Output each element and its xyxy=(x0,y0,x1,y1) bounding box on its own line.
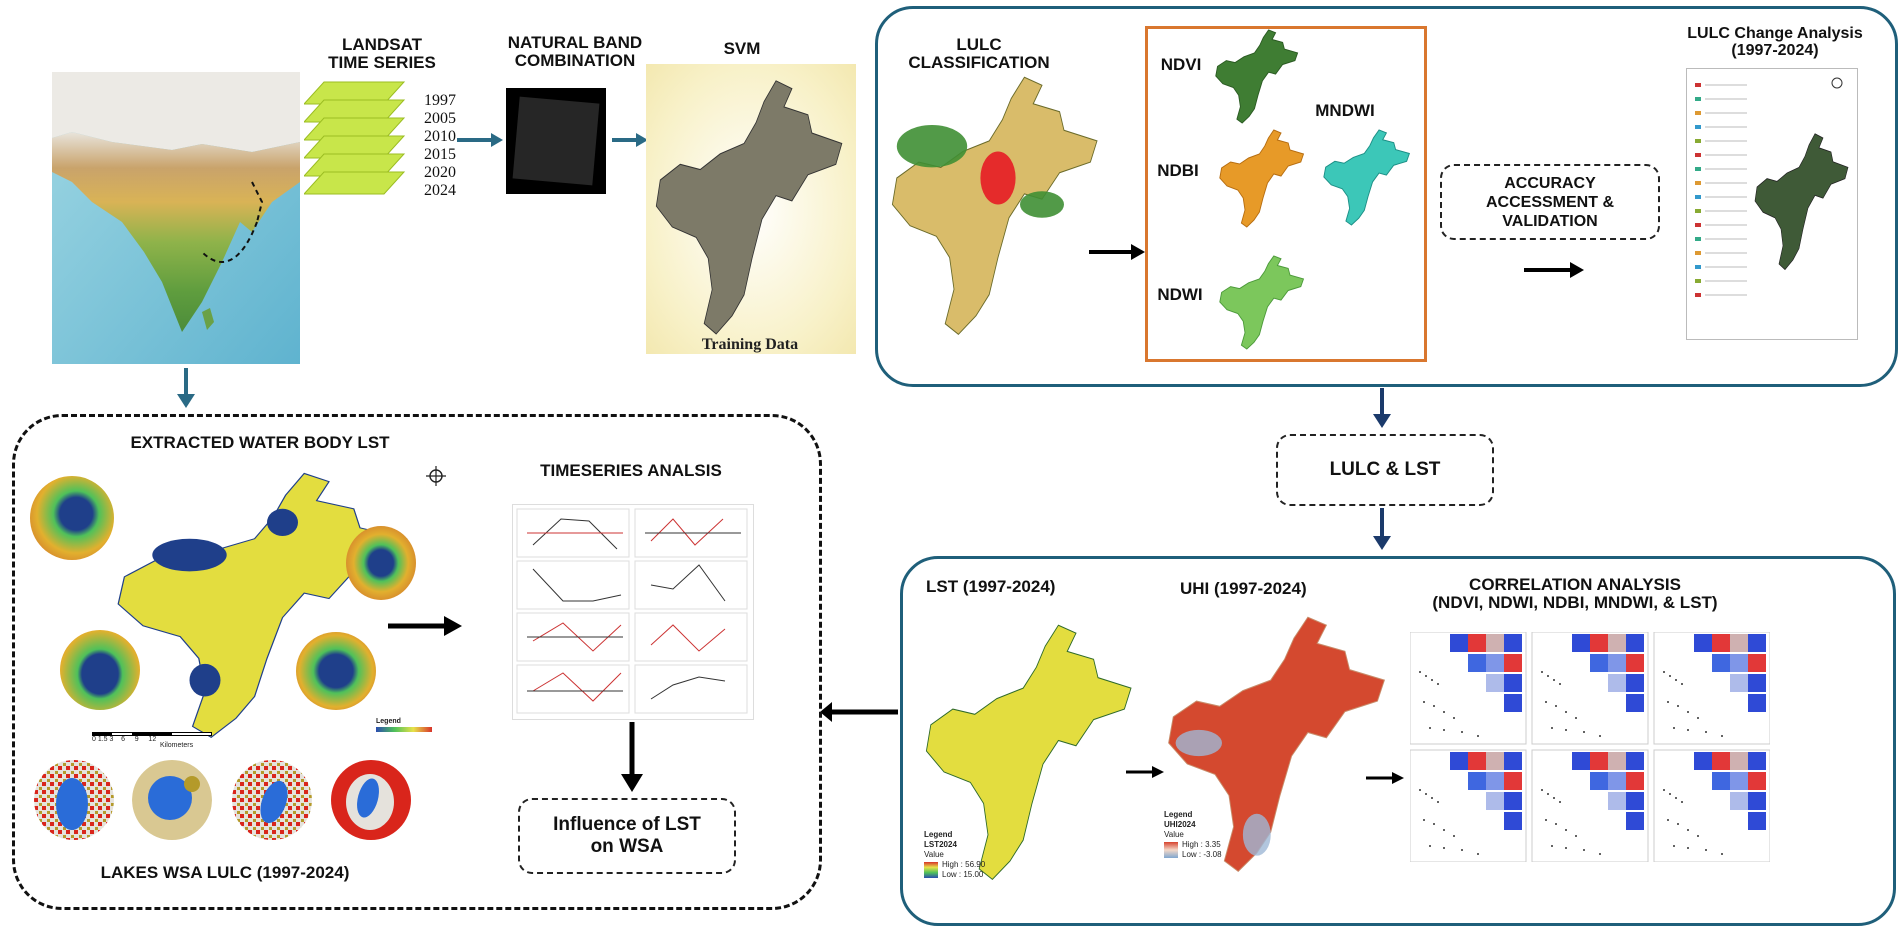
arrow-band-to-svm xyxy=(612,133,648,147)
scale-unit: Kilometers xyxy=(160,742,194,749)
year-2010: 2010 xyxy=(424,128,456,145)
mndwi-map xyxy=(1322,128,1414,226)
lulc-lst-box: LULC & LST xyxy=(1276,434,1494,506)
arrow-lst-to-uhi xyxy=(1126,766,1164,778)
ndwi-map xyxy=(1218,254,1308,350)
timeseries-chart-grid xyxy=(512,504,754,720)
lake-wsa-2005 xyxy=(132,758,212,842)
lulc-classification-title: LULC CLASSIFICATION xyxy=(884,36,1074,72)
water-body-lst-map xyxy=(112,468,422,740)
uhi-legend-layer: UHI2024 xyxy=(1164,820,1196,829)
correlation-matrix xyxy=(1409,631,1527,745)
lst-title: LST (1997-2024) xyxy=(926,577,1056,596)
ndbi-map xyxy=(1218,128,1308,228)
lst-legend: Legend LST2024 Value High : 56.90 Low : … xyxy=(924,830,1044,880)
lake-zoom-3 xyxy=(60,630,140,710)
training-data-label: Training Data xyxy=(701,336,799,353)
lulc-classified-map xyxy=(888,72,1108,337)
water-map-scale: 0 1.5 3 6 9 12 Kilometers xyxy=(92,732,212,749)
lake-zoom-1 xyxy=(30,476,114,560)
compass-icon xyxy=(424,464,448,488)
lst-legend-value-label: Value xyxy=(924,850,944,859)
uhi-legend-low: Low : -3.08 xyxy=(1182,850,1222,859)
accuracy-line3: VALIDATION xyxy=(1502,212,1598,230)
correlation-title-line1: CORRELATION ANALYSIS xyxy=(1469,575,1681,594)
band-title-line2: COMBINATION xyxy=(514,50,636,70)
lake-wsa-1997 xyxy=(34,758,114,842)
uhi-legend-ramp xyxy=(1164,842,1178,858)
landsat-title: LANDSAT TIME SERIES xyxy=(322,36,442,72)
correlation-title: CORRELATION ANALYSIS (NDVI, NDWI, NDBI, … xyxy=(1400,576,1750,612)
water-map-legend: Legend xyxy=(376,718,436,732)
influence-line2: on WSA xyxy=(590,836,664,857)
uhi-map xyxy=(1164,612,1396,874)
lake-zoom-2 xyxy=(346,526,416,600)
spectral-indices-box xyxy=(1145,26,1427,362)
year-list: 1997 2005 2010 2015 2020 2024 xyxy=(424,92,480,200)
arrow-lulclst-to-lst xyxy=(1373,508,1391,550)
lulc-change-map xyxy=(1686,68,1858,340)
year-2015: 2015 xyxy=(424,146,456,163)
water-body-lst-panel xyxy=(12,414,822,910)
arrow-lulc-to-lulclst xyxy=(1373,388,1391,428)
influence-line1: Influence of LST xyxy=(553,814,701,835)
mndwi-label: MNDWI xyxy=(1315,101,1375,120)
water-legend-title: Legend xyxy=(376,718,401,725)
arrow-lst-to-water xyxy=(820,702,898,722)
influence-box: Influence of LST on WSA xyxy=(518,798,736,874)
arrow-map-to-band xyxy=(457,133,503,147)
lulc-title-line1: LULC xyxy=(956,35,1002,54)
band-title-line1: NATURAL BAND xyxy=(507,33,643,52)
arrow-map-to-water xyxy=(177,368,195,408)
landsat-title-line2: TIME SERIES xyxy=(328,52,436,72)
scale-text: 0 1.5 3 6 9 12 xyxy=(92,736,157,743)
uhi-legend-value-label: Value xyxy=(1164,830,1184,839)
year-2005: 2005 xyxy=(424,110,456,127)
lakes-wsa-title: LAKES WSA LULC (1997-2024) xyxy=(100,863,350,882)
lst-legend-title: Legend xyxy=(924,830,953,839)
lst-legend-low: Low : 15.00 xyxy=(942,870,984,879)
lake-wsa-2015 xyxy=(232,758,312,842)
lake-wsa-2024 xyxy=(330,758,412,842)
lst-legend-ramp xyxy=(924,862,938,878)
year-2020: 2020 xyxy=(424,164,456,181)
correlation-matrix-grid xyxy=(1409,631,1771,863)
ndvi-label: NDVI xyxy=(1160,55,1202,74)
ndbi-label: NDBI xyxy=(1157,161,1199,180)
uhi-title: UHI (1997-2024) xyxy=(1180,579,1307,598)
year-1997: 1997 xyxy=(424,92,456,109)
lulc-title-line2: CLASSIFICATION xyxy=(908,52,1050,72)
accuracy-line1: ACCURACY xyxy=(1504,174,1596,192)
arrow-lulc-to-indices xyxy=(1089,244,1145,260)
correlation-title-line2: (NDVI, NDWI, NDBI, MNDWI, & LST) xyxy=(1432,592,1718,612)
lake-zoom-4 xyxy=(296,632,376,710)
accuracy-line2: ACCESSMENT & xyxy=(1485,193,1614,211)
ndwi-label: NDWI xyxy=(1157,285,1203,304)
landsat-title-line1: LANDSAT xyxy=(342,35,422,54)
uhi-legend-high: High : 3.35 xyxy=(1182,840,1221,849)
year-2024: 2024 xyxy=(424,182,456,199)
lulc-change-title: LULC Change Analysis (1997-2024) xyxy=(1660,25,1890,60)
accuracy-assessment-box: ACCURACY ACCESSMENT & VALIDATION xyxy=(1440,164,1660,240)
natural-band-image xyxy=(506,88,606,194)
arrow-water-to-timeseries xyxy=(388,616,462,636)
svm-classified-map xyxy=(646,64,856,354)
svm-title: SVM xyxy=(723,39,761,58)
timeseries-title: TIMESERIES ANALSIS xyxy=(540,461,722,480)
uhi-legend-title: Legend xyxy=(1164,810,1193,819)
change-title-line1: LULC Change Analysis xyxy=(1687,25,1863,42)
ndvi-map xyxy=(1214,28,1302,124)
band-title: NATURAL BAND COMBINATION xyxy=(490,34,660,70)
arrow-timeseries-to-influence xyxy=(621,722,643,792)
lst-legend-high: High : 56.90 xyxy=(942,860,986,869)
arrow-accuracy-to-change xyxy=(1524,262,1584,278)
water-body-title: EXTRACTED WATER BODY LST xyxy=(130,433,390,452)
water-legend-ramp xyxy=(376,727,432,732)
change-title-line2: (1997-2024) xyxy=(1731,41,1819,59)
india-terrain-map xyxy=(52,72,300,364)
arrow-uhi-to-correlation xyxy=(1366,772,1404,784)
lst-legend-layer: LST2024 xyxy=(924,840,957,849)
landsat-layer-stack xyxy=(302,78,424,210)
uhi-legend: Legend UHI2024 Value High : 3.35 Low : -… xyxy=(1164,810,1284,860)
